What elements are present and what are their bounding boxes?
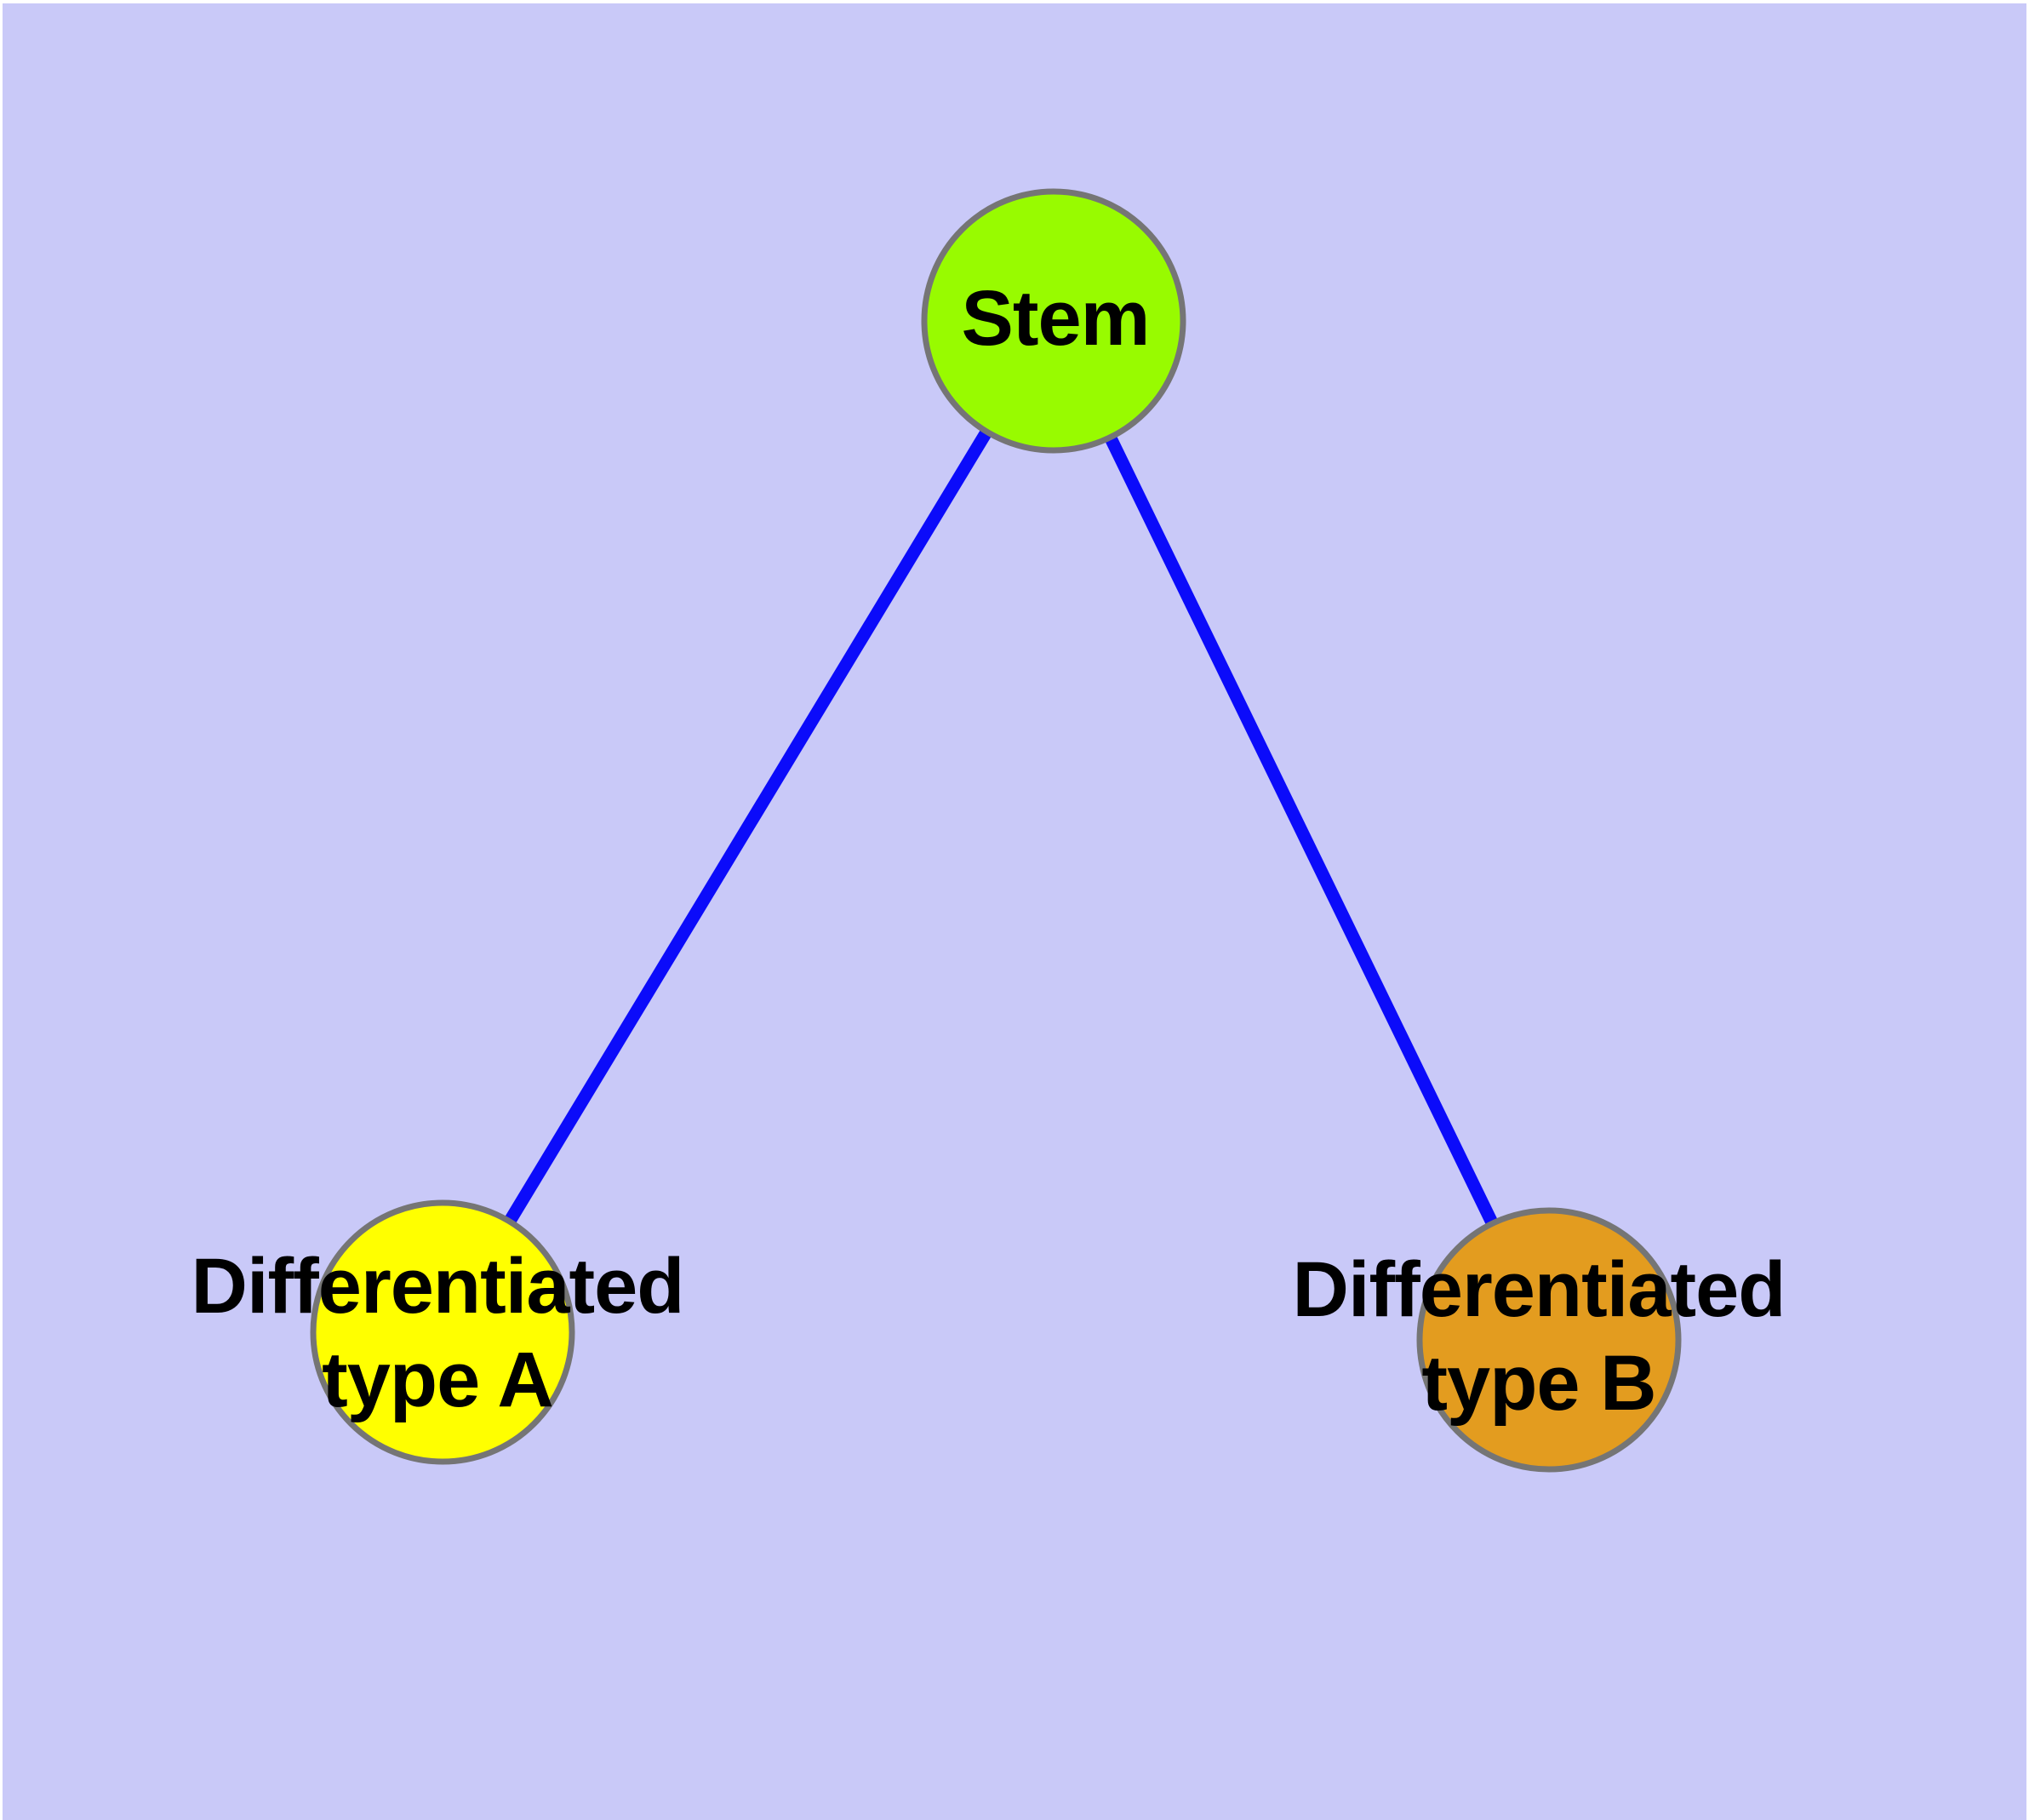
node-stem-label: Stem: [961, 272, 1151, 365]
node-type-a-label-line1: Differentiated: [191, 1243, 685, 1330]
edge-stem-to-type-a: [437, 318, 1060, 1336]
node-stem: [921, 188, 1186, 454]
node-type-a-label-line2: type A: [322, 1336, 554, 1423]
node-type-b-label-line1: Differentiated: [1292, 1246, 1786, 1333]
node-type-b-label-line2: type B: [1421, 1340, 1656, 1427]
node-type-a-label: Differentiated type A: [191, 1239, 685, 1427]
node-type-b-label: Differentiated type B: [1293, 1243, 1786, 1430]
edge-stem-to-type-b: [1048, 318, 1555, 1343]
node-stem-label-text: Stem: [961, 275, 1151, 362]
node-type-b: [1416, 1207, 1682, 1473]
node-type-a: [310, 1199, 575, 1465]
